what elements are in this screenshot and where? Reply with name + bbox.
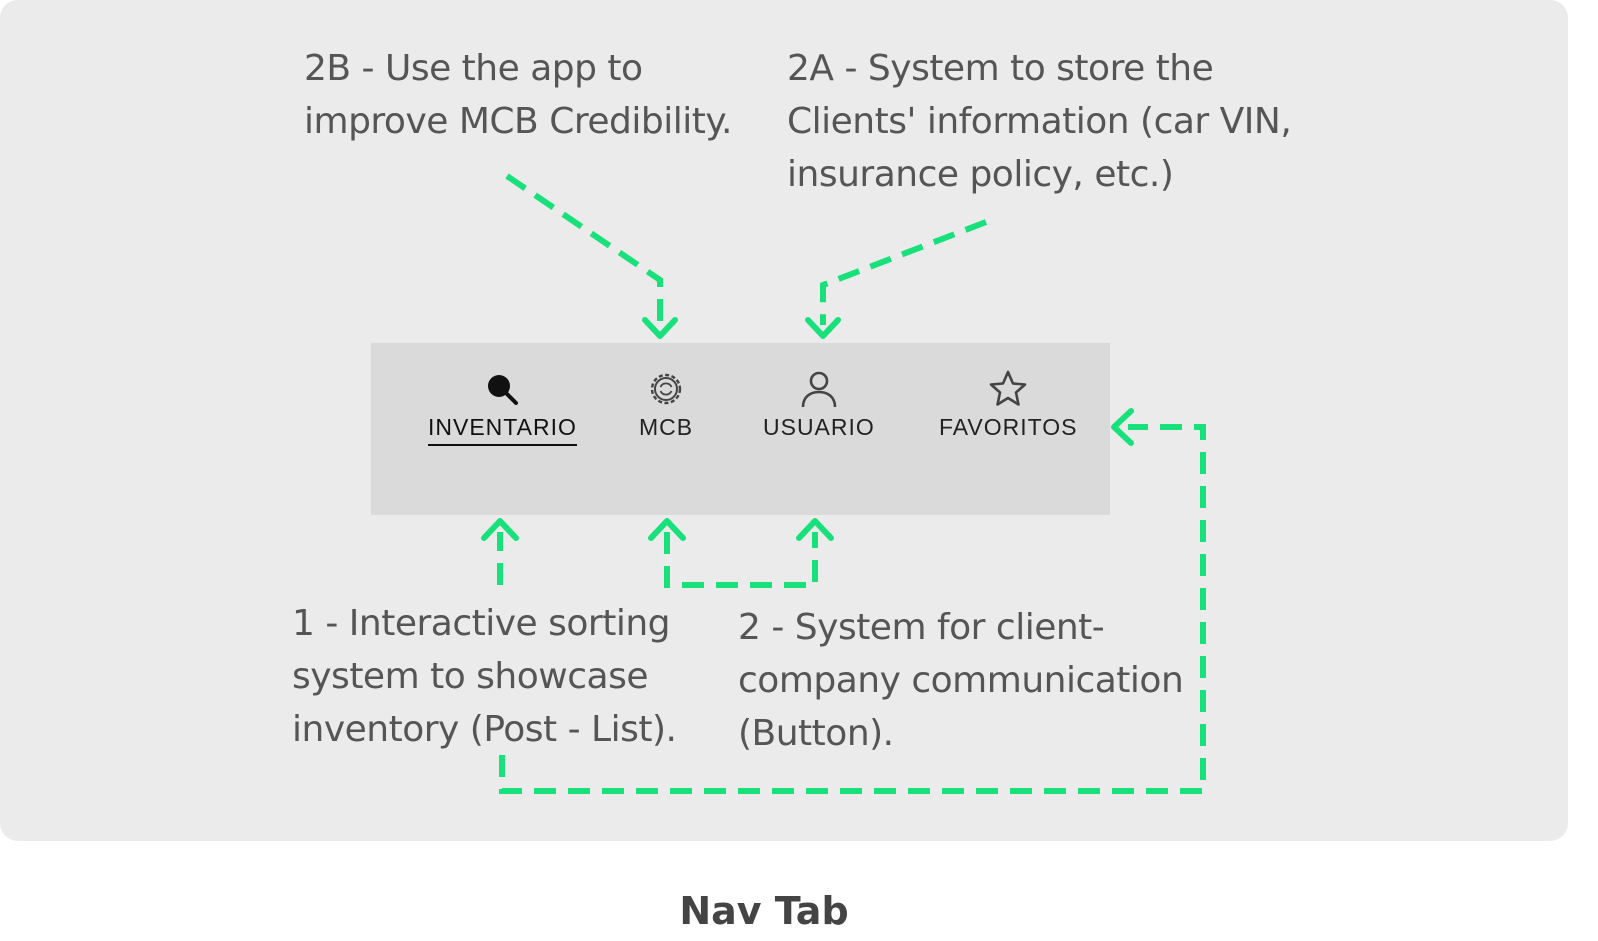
tab-usuario[interactable]: USUARIO — [763, 369, 875, 442]
tab-label-mcb: MCB — [639, 414, 694, 440]
nav-tab-bar: INVENTARIO MCB USUARIO FAVORITOS — [371, 343, 1110, 515]
tab-favoritos[interactable]: FAVORITOS — [939, 369, 1078, 442]
search-icon — [488, 375, 519, 405]
tab-mcb[interactable]: MCB — [639, 369, 693, 442]
annotation-2b: 2B - Use the app to improve MCB Credibil… — [304, 48, 732, 142]
gear-icon — [650, 373, 682, 405]
star-icon — [989, 370, 1027, 406]
annotation-2: 2 - System for client-company communicat… — [738, 607, 1184, 754]
user-icon — [801, 371, 837, 408]
caption: Nav Tab — [679, 889, 849, 933]
annotation-2a: 2A - System to store the Clients' inform… — [787, 48, 1292, 195]
tab-label-favoritos: FAVORITOS — [939, 414, 1078, 440]
annotation-1: 1 - Interactive sorting system to showca… — [292, 603, 677, 750]
tab-inventario[interactable]: INVENTARIO — [428, 369, 577, 446]
tab-label-inventario: INVENTARIO — [428, 412, 577, 446]
tab-label-usuario: USUARIO — [763, 414, 875, 440]
